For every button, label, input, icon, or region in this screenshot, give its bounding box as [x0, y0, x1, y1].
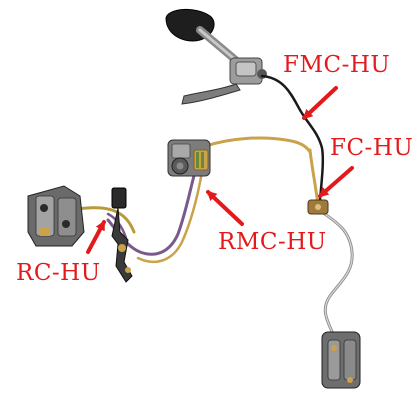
label-rc-hu: RC-HU [16, 260, 101, 286]
arrow-rmc-hu [206, 190, 244, 226]
rear-caliper [27, 185, 85, 247]
arrow-fc-hu [318, 166, 354, 198]
label-fc-hu: FC-HU [330, 135, 414, 161]
front-master-cylinder [165, 9, 267, 105]
front-caliper [321, 331, 361, 389]
front-junction [307, 199, 329, 215]
hydraulic-unit [167, 139, 211, 177]
arrow-fmc-hu [302, 86, 338, 120]
label-fmc-hu: FMC-HU [283, 52, 391, 78]
label-rmc-hu: RMC-HU [218, 229, 327, 255]
callout-arrows [86, 86, 354, 254]
arrow-rc-hu [86, 220, 106, 254]
rear-master-cylinder [111, 187, 133, 283]
